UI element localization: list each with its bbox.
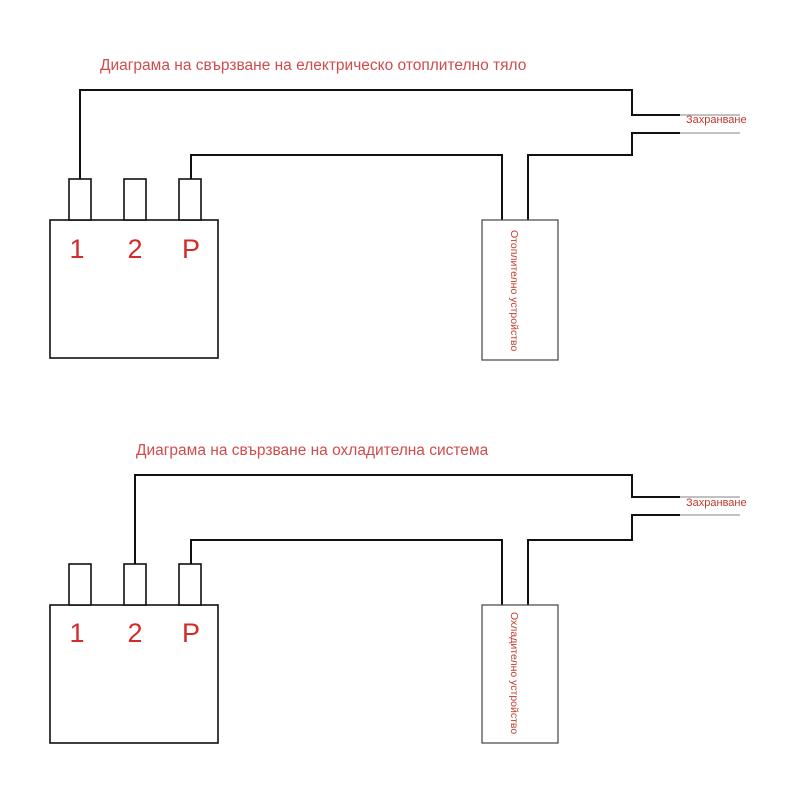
heating-device-box bbox=[481, 219, 559, 361]
device-label: Охладително устройство bbox=[508, 612, 520, 734]
controller-box bbox=[49, 219, 219, 359]
diagram-cooling: Диаграма на свързване на охладителна сис… bbox=[49, 442, 747, 744]
terminal-pin-1 bbox=[68, 178, 92, 221]
diagram-title: Диаграма на свързване на охладителна сис… bbox=[136, 442, 489, 459]
diagram-heating: Диаграма на свързване на електрическо от… bbox=[49, 57, 747, 361]
terminal-label-p: P bbox=[182, 618, 200, 648]
terminal-pin-2 bbox=[123, 563, 147, 606]
wire-device-to-power-neutral bbox=[527, 514, 680, 605]
terminal-pin-p bbox=[178, 563, 202, 606]
power-label: Захранване bbox=[686, 114, 747, 126]
terminal-label-1: 1 bbox=[69, 234, 84, 264]
wire-terminal-p-to-device bbox=[190, 154, 503, 220]
terminal-pin-p bbox=[178, 178, 202, 221]
terminal-label-2: 2 bbox=[127, 234, 142, 264]
controller-box bbox=[49, 604, 219, 744]
wire-power-line-terminal-2 bbox=[134, 474, 680, 564]
terminal-label-2: 2 bbox=[127, 618, 142, 648]
terminal-label-1: 1 bbox=[69, 618, 84, 648]
device-label: Отоплително устройство bbox=[508, 230, 520, 351]
wire-power-line-terminal-1 bbox=[79, 89, 680, 179]
power-label: Захранване bbox=[686, 497, 747, 509]
wire-terminal-p-to-device bbox=[190, 539, 503, 605]
diagram-title: Диаграма на свързване на електрическо от… bbox=[100, 57, 526, 74]
wire-device-to-power-neutral bbox=[527, 132, 680, 220]
cooling-device-box bbox=[481, 604, 559, 744]
terminal-pin-2 bbox=[123, 178, 147, 221]
terminal-label-p: P bbox=[182, 234, 200, 264]
terminal-pin-1 bbox=[68, 563, 92, 606]
